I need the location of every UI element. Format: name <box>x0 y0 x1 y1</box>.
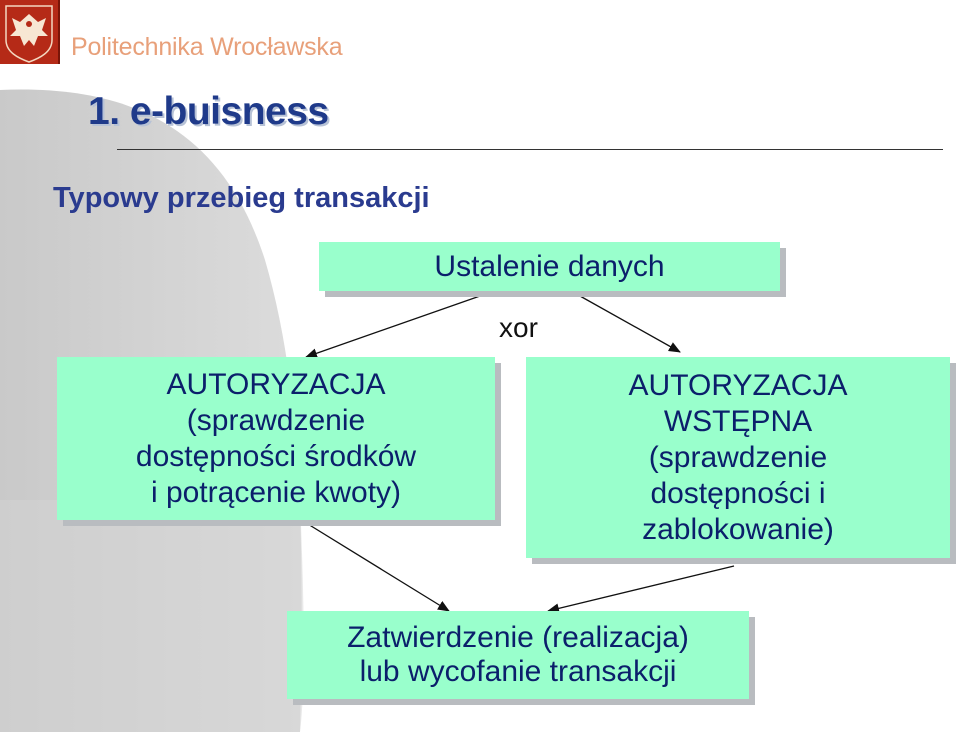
step-pre-authorization: AUTORYZACJA WSTĘPNA (sprawdzenie dostępn… <box>526 357 950 558</box>
page-subtitle: Typowy przebieg transakcji <box>53 182 430 214</box>
xor-label: xor <box>499 312 538 343</box>
step-data-setup-label: Ustalenie danych <box>434 249 665 283</box>
step-authorization-label: AUTORYZACJA (sprawdzenie dostępności śro… <box>135 367 417 509</box>
title-divider <box>117 149 943 150</box>
step-pre-authorization-label: AUTORYZACJA WSTĘPNA (sprawdzenie dostępn… <box>628 368 848 546</box>
arrow-left-to-bottom <box>302 520 450 612</box>
step-confirmation: Zatwierdzenie (realizacja) lub wycofanie… <box>287 611 749 699</box>
step-authorization: AUTORYZACJA (sprawdzenie dostępności śro… <box>57 357 495 520</box>
arrow-top-to-left <box>305 295 481 359</box>
university-logo <box>0 0 60 64</box>
university-crest-icon <box>5 5 53 63</box>
arrow-top-to-right <box>579 295 681 353</box>
arrow-right-to-bottom <box>547 565 735 614</box>
step-data-setup: Ustalenie danych <box>319 242 780 291</box>
step-confirmation-label: Zatwierdzenie (realizacja) lub wycofanie… <box>347 620 689 689</box>
brand-name: Politechnika Wrocławska <box>71 33 343 61</box>
page-title: 1. e-buisness <box>88 90 329 133</box>
